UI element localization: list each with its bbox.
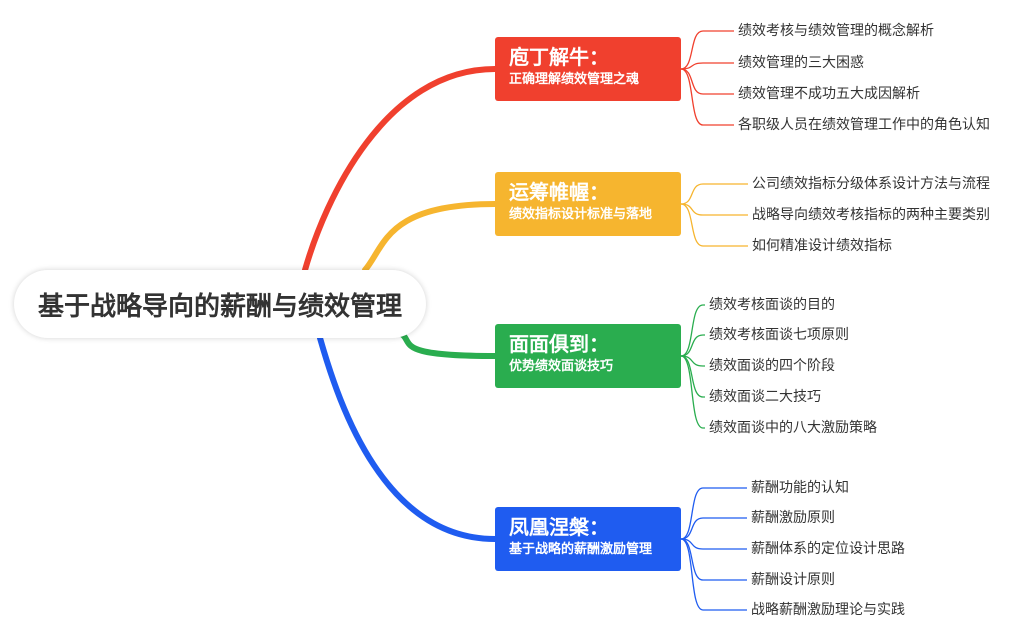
leaf-node[interactable]: 各职级人员在绩效管理工作中的角色认知	[738, 117, 990, 133]
leaf-connector	[680, 334, 705, 357]
leaf-node[interactable]: 公司绩效指标分级体系设计方法与流程	[752, 176, 990, 192]
leaf-node[interactable]: 薪酬设计原则	[751, 572, 835, 588]
leaf-connector	[680, 538, 747, 550]
leaf-connector	[680, 203, 748, 247]
branch-title: 庖丁解牛：	[509, 45, 609, 69]
branch-subtitle: 正确理解绩效管理之魂	[509, 72, 640, 87]
branch-subtitle: 优势绩效面谈技巧	[509, 359, 614, 374]
branch-title: 凤凰涅槃：	[509, 515, 609, 539]
leaf-connector	[680, 538, 747, 611]
leaf-node[interactable]: 绩效面谈中的八大激励策略	[709, 420, 877, 436]
leaf-connector	[680, 183, 748, 205]
branch-title: 运筹帷幄：	[509, 180, 609, 204]
branch-node[interactable]: 庖丁解牛： 正确理解绩效管理之魂	[495, 37, 681, 101]
branch-connector	[395, 329, 498, 359]
leaf-node[interactable]: 绩效管理不成功五大成因解析	[738, 86, 920, 102]
branch-subtitle: 基于战略的薪酬激励管理	[509, 542, 653, 557]
branch-node[interactable]: 凤凰涅槃： 基于战略的薪酬激励管理	[495, 507, 681, 571]
leaf-connector	[680, 68, 734, 126]
branch-node[interactable]: 运筹帷幄： 绩效指标设计标准与落地	[495, 172, 681, 236]
leaf-node[interactable]: 绩效考核面谈的目的	[709, 297, 835, 313]
leaf-connector	[680, 355, 705, 367]
leaf-node[interactable]: 如何精准设计绩效指标	[752, 238, 892, 254]
leaf-connector	[680, 30, 734, 70]
branch-subtitle: 绩效指标设计标准与落地	[509, 207, 653, 222]
leaf-connector	[680, 538, 747, 581]
leaf-connector	[680, 517, 747, 540]
leaf-node[interactable]: 薪酬体系的定位设计思路	[751, 541, 905, 557]
leaf-node[interactable]: 绩效管理的三大困惑	[738, 55, 864, 71]
leaf-node[interactable]: 战略导向绩效考核指标的两种主要类别	[752, 207, 990, 223]
leaf-connector	[680, 355, 705, 398]
leaf-node[interactable]: 绩效面谈的四个阶段	[709, 358, 835, 374]
leaf-node[interactable]: 绩效考核面谈七项原则	[709, 327, 849, 343]
root-node[interactable]: 基于战略导向的薪酬与绩效管理	[14, 270, 426, 338]
leaf-connector	[680, 355, 705, 429]
branch-connector	[302, 66, 498, 273]
branch-connector	[317, 335, 498, 542]
branch-connector	[362, 201, 498, 273]
leaf-connector	[680, 62, 734, 70]
leaf-node[interactable]: 战略薪酬激励理论与实践	[751, 602, 905, 618]
leaf-connector	[680, 203, 748, 216]
leaf-node[interactable]: 薪酬激励原则	[751, 510, 835, 526]
leaf-connector	[680, 304, 705, 357]
leaf-node[interactable]: 绩效考核与绩效管理的概念解析	[738, 23, 934, 39]
leaf-node[interactable]: 薪酬功能的认知	[751, 480, 849, 496]
branch-title: 面面俱到：	[509, 332, 609, 356]
leaf-connector	[680, 487, 747, 540]
leaf-node[interactable]: 绩效面谈二大技巧	[709, 389, 821, 405]
branch-node[interactable]: 面面俱到： 优势绩效面谈技巧	[495, 324, 681, 388]
